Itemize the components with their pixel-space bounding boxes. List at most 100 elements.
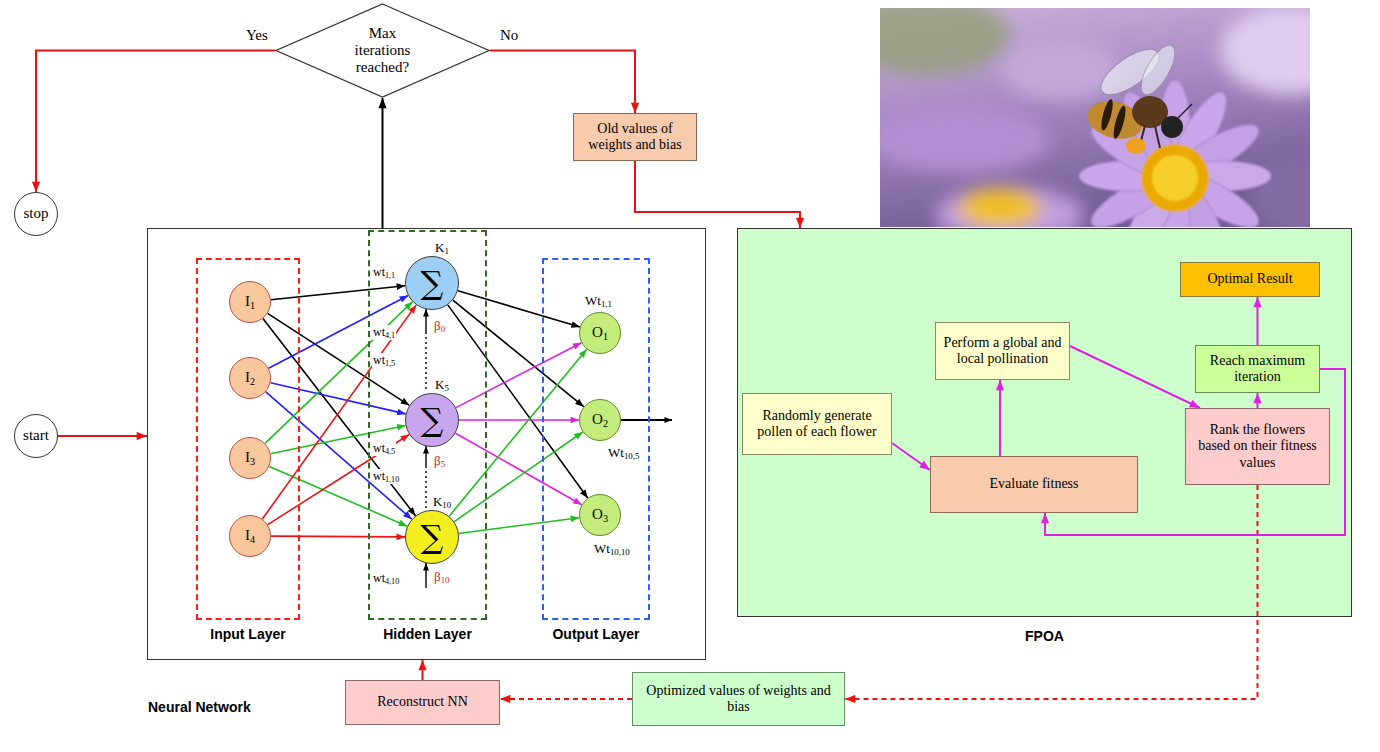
node-text: I3 [245, 449, 255, 466]
node-text: I1 [245, 293, 255, 310]
input-neuron: I3 [229, 437, 271, 479]
process-box: Evaluate fitness [930, 456, 1138, 513]
connector [456, 343, 581, 408]
hidden-neuron: K5∑ [405, 393, 459, 447]
flower [1079, 80, 1271, 227]
bias-arrow [425, 563, 426, 588]
subscript: 5 [444, 383, 448, 393]
bee-stripe [1099, 98, 1115, 131]
subscript: 5 [441, 459, 445, 469]
connector [490, 51, 635, 114]
label-anchor: wt1,10 [372, 466, 400, 484]
neuron-label: K1 [416, 240, 468, 255]
node-text: O2 [592, 411, 608, 428]
connector [635, 161, 800, 228]
subscript: 10 [442, 500, 451, 510]
subscript: 4,1 [385, 331, 395, 340]
subscript: 3 [250, 456, 255, 467]
layer-frame: Output LayerO1O2O3 [542, 258, 650, 620]
output-neuron: O1 [579, 312, 621, 354]
label-anchor: wt4,5 [372, 438, 396, 456]
subscript: 1 [444, 246, 448, 256]
connector [458, 291, 580, 327]
weight-label: wt4,5 [372, 441, 396, 456]
input-neuron: I1 [229, 281, 271, 323]
node-text: O3 [592, 506, 608, 523]
label-anchor: β5 [434, 451, 445, 469]
bee-antenna [1178, 104, 1192, 118]
node-text: Evaluate fitness [989, 476, 1078, 492]
node-text: Old values of weights and bias [580, 121, 690, 153]
ellipsis-dots [425, 337, 426, 392]
connector [265, 302, 412, 444]
panel-ground [737, 228, 1352, 617]
terminal-circle: start [14, 414, 58, 458]
subscript: 10,5 [624, 451, 639, 461]
connector [268, 435, 410, 525]
label-anchor: wt1,1 [372, 262, 396, 280]
process-box: Optimized values of weights and bias [632, 672, 845, 726]
ellipsis-dots [425, 471, 426, 509]
connector [456, 433, 582, 504]
subscript: 4,5 [385, 447, 395, 456]
subscript: 1 [603, 331, 608, 342]
network-frame: Neural NetworkInput LayerI1I2I3I4Hidden … [147, 228, 706, 660]
process-box: Reach maximum iteration [1195, 345, 1320, 393]
weight-label: wt1,10 [372, 469, 400, 484]
weight-label: Wt1,1 [585, 293, 612, 308]
weight-label: wt4,1 [372, 325, 396, 340]
subscript: 10,10 [610, 547, 630, 557]
weight-label: Wt10,10 [594, 541, 630, 556]
pollen-basket [1126, 138, 1146, 154]
node-text: Reach maximum iteration [1202, 353, 1313, 385]
subscript: 1,10 [385, 475, 399, 484]
node-text: Optimal Result [1207, 271, 1292, 287]
bee [1083, 40, 1192, 154]
process-box: Rank the flowers based on their fitness … [1185, 408, 1330, 485]
connector [262, 305, 416, 519]
weight-label: wt1,1 [372, 265, 396, 280]
label-anchor: β0 [434, 316, 445, 334]
diamond-shape [276, 4, 489, 97]
process-box: Reconstruct NN [345, 680, 500, 725]
node-text: ∑ [406, 518, 458, 557]
connector [845, 485, 1258, 699]
connector [459, 419, 579, 421]
connector [453, 300, 584, 407]
node-text: Reconstruct NN [377, 694, 468, 710]
bee-photo [880, 8, 1310, 227]
connector [1070, 346, 1200, 408]
label-anchor: wt1,5 [372, 350, 396, 368]
algorithm-panel: FPOAOptimal ResultPerform a global and l… [737, 228, 1352, 617]
flower-center-blur [958, 188, 1042, 227]
label-anchor: Wt1,1 [585, 291, 612, 309]
subscript: 1,1 [385, 271, 395, 280]
label-anchor: No [500, 26, 518, 44]
neuron-label: K10 [416, 494, 468, 509]
label-anchor: wt4,1 [372, 322, 396, 340]
weight-label: Wt10,5 [608, 445, 639, 460]
label-anchor: β10 [434, 567, 449, 585]
bias-arrow [425, 309, 426, 334]
node-text: Randomly generate pollen of each flower [749, 408, 885, 440]
label-anchor: Wt10,10 [594, 539, 630, 557]
bias-label: β5 [434, 453, 445, 468]
process-box: Randomly generate pollen of each flower [742, 393, 892, 455]
connector [459, 518, 579, 534]
bee-head [1161, 116, 1183, 138]
input-neuron: I4 [229, 515, 271, 557]
process-box: Old values of weights and bias [573, 113, 697, 161]
bee-leg [1155, 126, 1160, 148]
output-arrow [621, 419, 672, 421]
layer-frame: Hidden LayerK1∑K5∑K10∑ [368, 230, 487, 620]
node-text: O1 [592, 324, 608, 341]
label-anchor: Yes [246, 26, 268, 44]
connector [36, 51, 275, 193]
frame-heading: Input Layer [198, 626, 298, 642]
frame-heading: FPOA [738, 628, 1351, 644]
edge-label: No [500, 27, 518, 44]
subscript: 2 [250, 376, 255, 387]
node-text: ∑ [406, 264, 458, 303]
petal-blur [935, 187, 1085, 227]
connector [268, 313, 410, 405]
